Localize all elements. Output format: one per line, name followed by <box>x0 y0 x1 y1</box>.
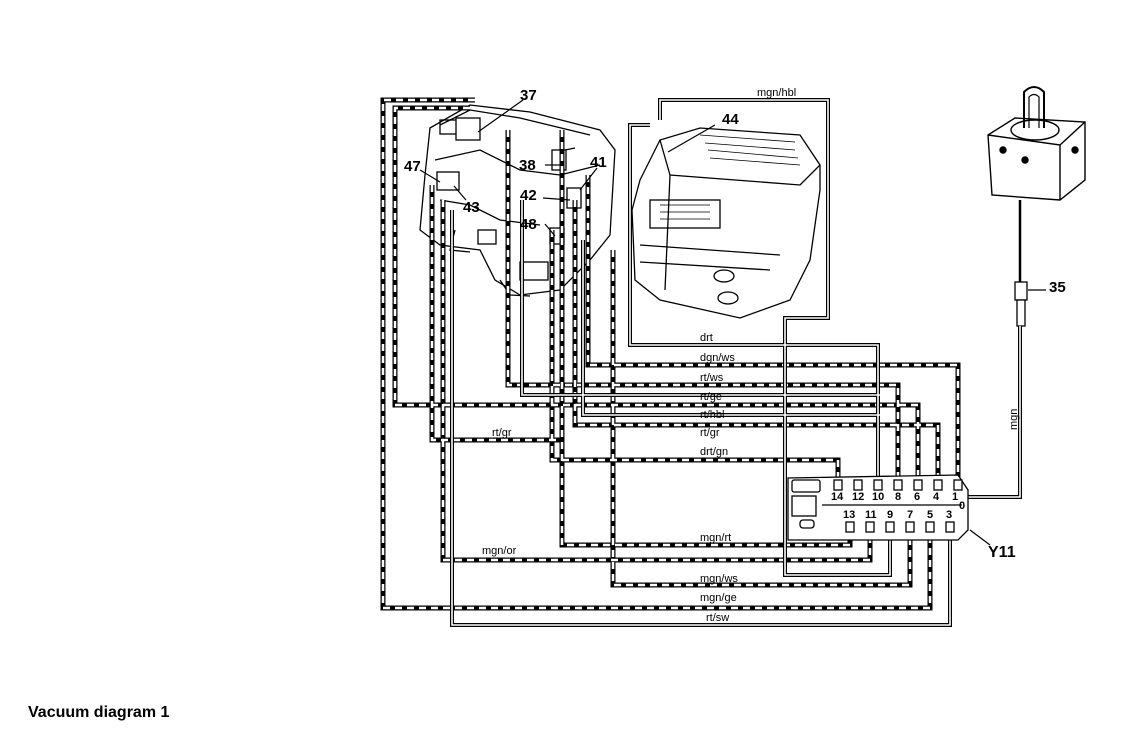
pin-11: 11 <box>865 509 877 521</box>
line-label-mgn-hbl: mgn/hbl <box>757 87 796 99</box>
line-label-rt-gr-left: rt/gr <box>492 427 512 439</box>
line-label-rt-gr: rt/gr <box>700 427 720 439</box>
line-label-mgn-ws: mgn/ws <box>700 573 738 585</box>
pin-0: 0 <box>959 500 965 512</box>
pin-7: 7 <box>907 509 913 521</box>
pin-14: 14 <box>831 491 844 503</box>
leader-lines <box>419 99 991 546</box>
label-38: 38 <box>519 157 536 174</box>
line-label-mgn: mgn <box>1008 409 1020 430</box>
label-48: 48 <box>520 216 537 233</box>
line-label-mgn-rt: mgn/rt <box>700 532 731 544</box>
line-label-dgn-ws: dgn/ws <box>700 352 735 364</box>
vacuum-lines <box>380 97 1022 627</box>
pin-10: 10 <box>872 491 884 503</box>
label-42: 42 <box>520 187 537 204</box>
line-label-drt-gn: drt/gn <box>700 446 728 458</box>
label-y11: Y11 <box>988 544 1016 561</box>
line-label-mgn-or: mgn/or <box>482 545 517 557</box>
line-label-mgn-ge: mgn/ge <box>700 592 737 604</box>
label-37: 37 <box>520 87 537 104</box>
pin-4: 4 <box>933 491 940 503</box>
line-label-rt-ge: rt/ge <box>700 391 722 403</box>
label-35: 35 <box>1049 279 1066 296</box>
pin-1: 1 <box>952 491 958 503</box>
label-47: 47 <box>404 158 421 175</box>
blower-unit-drawing <box>631 127 821 319</box>
pin-12: 12 <box>852 491 864 503</box>
pin-9: 9 <box>887 509 893 521</box>
switchover-valve-block <box>787 474 969 541</box>
line-label-rt-hbl: rt/hbl <box>700 409 724 421</box>
pin-6: 6 <box>914 491 920 503</box>
pin-13: 13 <box>843 509 855 521</box>
check-valve-drawing <box>1014 281 1046 327</box>
pin-5: 5 <box>927 509 933 521</box>
label-43: 43 <box>463 199 480 216</box>
label-41: 41 <box>590 154 607 171</box>
diagram-caption: Vacuum diagram 1 <box>28 704 170 721</box>
line-label-rt-sw: rt/sw <box>706 612 729 624</box>
heater-box-drawing <box>419 104 616 297</box>
line-label-drt: drt <box>700 332 713 344</box>
label-44: 44 <box>722 111 739 128</box>
pin-8: 8 <box>895 491 901 503</box>
pin-3: 3 <box>946 509 952 521</box>
line-label-rt-ws: rt/ws <box>700 372 724 384</box>
vacuum-reservoir-drawing <box>987 86 1086 285</box>
